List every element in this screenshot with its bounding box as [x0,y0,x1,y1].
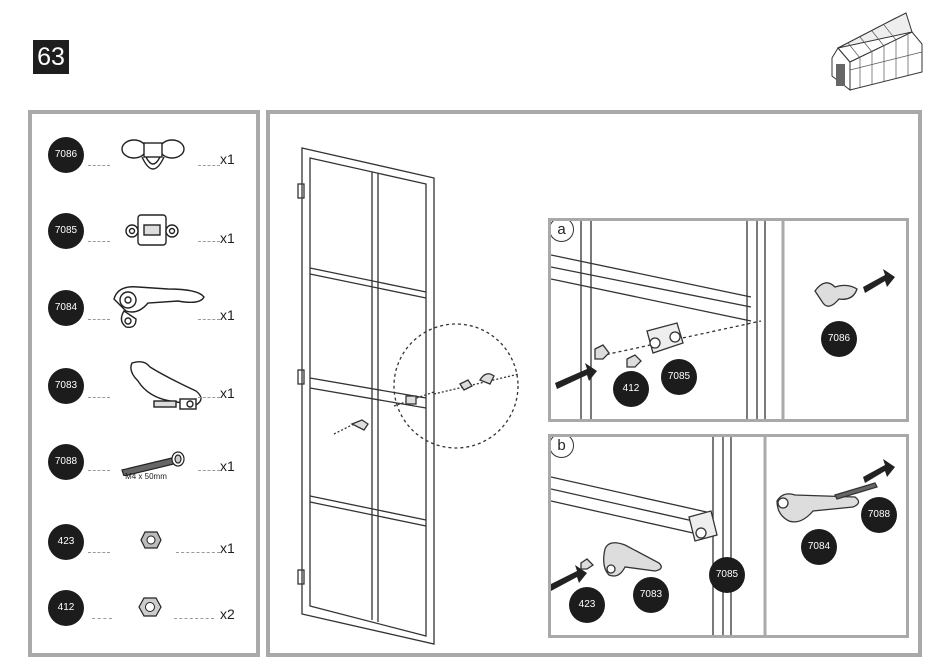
callout-badge: 7088 [861,497,897,533]
callout-badge: 7086 [821,321,857,357]
part-code-badge: 412 [48,590,84,626]
part-qty: x1 [220,307,235,323]
hex-nut-icon [138,596,162,618]
part-qty: x1 [220,458,235,474]
leader-dots [174,618,214,619]
leader-dots [92,618,112,619]
handle-latch-icon [110,357,210,413]
part-qty: x1 [220,230,235,246]
leader-dots [198,165,220,166]
parts-list-panel: 7086 x1 7085 x1 7084 [28,110,260,657]
bolt-size-label: M4 x 50mm [116,472,176,481]
callout-badge: 423 [569,587,605,623]
part-row: 423 x1 [32,514,256,574]
leader-dots [88,470,110,471]
part-row: 412 x2 [32,580,256,640]
leader-dots [88,552,110,553]
detail-a-label: a [549,218,574,242]
leader-dots [88,319,110,320]
part-row: 7085 x1 [32,203,256,263]
greenhouse-icon [826,10,928,100]
part-code-badge: 423 [48,524,84,560]
callout-badge: 7085 [661,359,697,395]
bracket-connector-icon [124,211,180,251]
detail-b-panel: b 7088 7084 7085 423 7083 [548,434,909,638]
detail-b-label: b [549,434,574,458]
leader-dots [198,397,220,398]
handle-lever-icon [108,281,208,331]
part-row: 7083 x1 [32,357,256,417]
door-frame-illustration [294,144,524,649]
leader-dots [88,241,110,242]
part-qty: x2 [220,606,235,622]
part-code-badge: 7085 [48,213,84,249]
part-qty: x1 [220,151,235,167]
leader-dots [198,319,220,320]
callout-badge: 412 [613,371,649,407]
part-row: 7084 x1 [32,279,256,339]
part-code-badge: 7084 [48,290,84,326]
wing-clip-icon [118,135,188,181]
leader-dots [198,470,220,471]
callout-badge: 7085 [709,557,745,593]
leader-dots [198,241,220,242]
part-qty: x1 [220,540,235,556]
lock-nut-icon [140,530,162,550]
part-row: 7086 x1 [32,127,256,187]
assembly-illustration-panel: a 7086 412 7085 [266,110,922,657]
detail-a-illustration [551,221,906,419]
part-code-badge: 7086 [48,137,84,173]
part-qty: x1 [220,385,235,401]
leader-dots [176,552,220,553]
part-code-badge: 7088 [48,444,84,480]
detail-a-panel: a 7086 412 7085 [548,218,909,422]
callout-badge: 7083 [633,577,669,613]
part-row: 7088 M4 x 50mm x1 [32,434,256,494]
part-code-badge: 7083 [48,368,84,404]
leader-dots [88,165,110,166]
callout-badge: 7084 [801,529,837,565]
leader-dots [88,397,110,398]
step-number: 63 [33,40,69,74]
